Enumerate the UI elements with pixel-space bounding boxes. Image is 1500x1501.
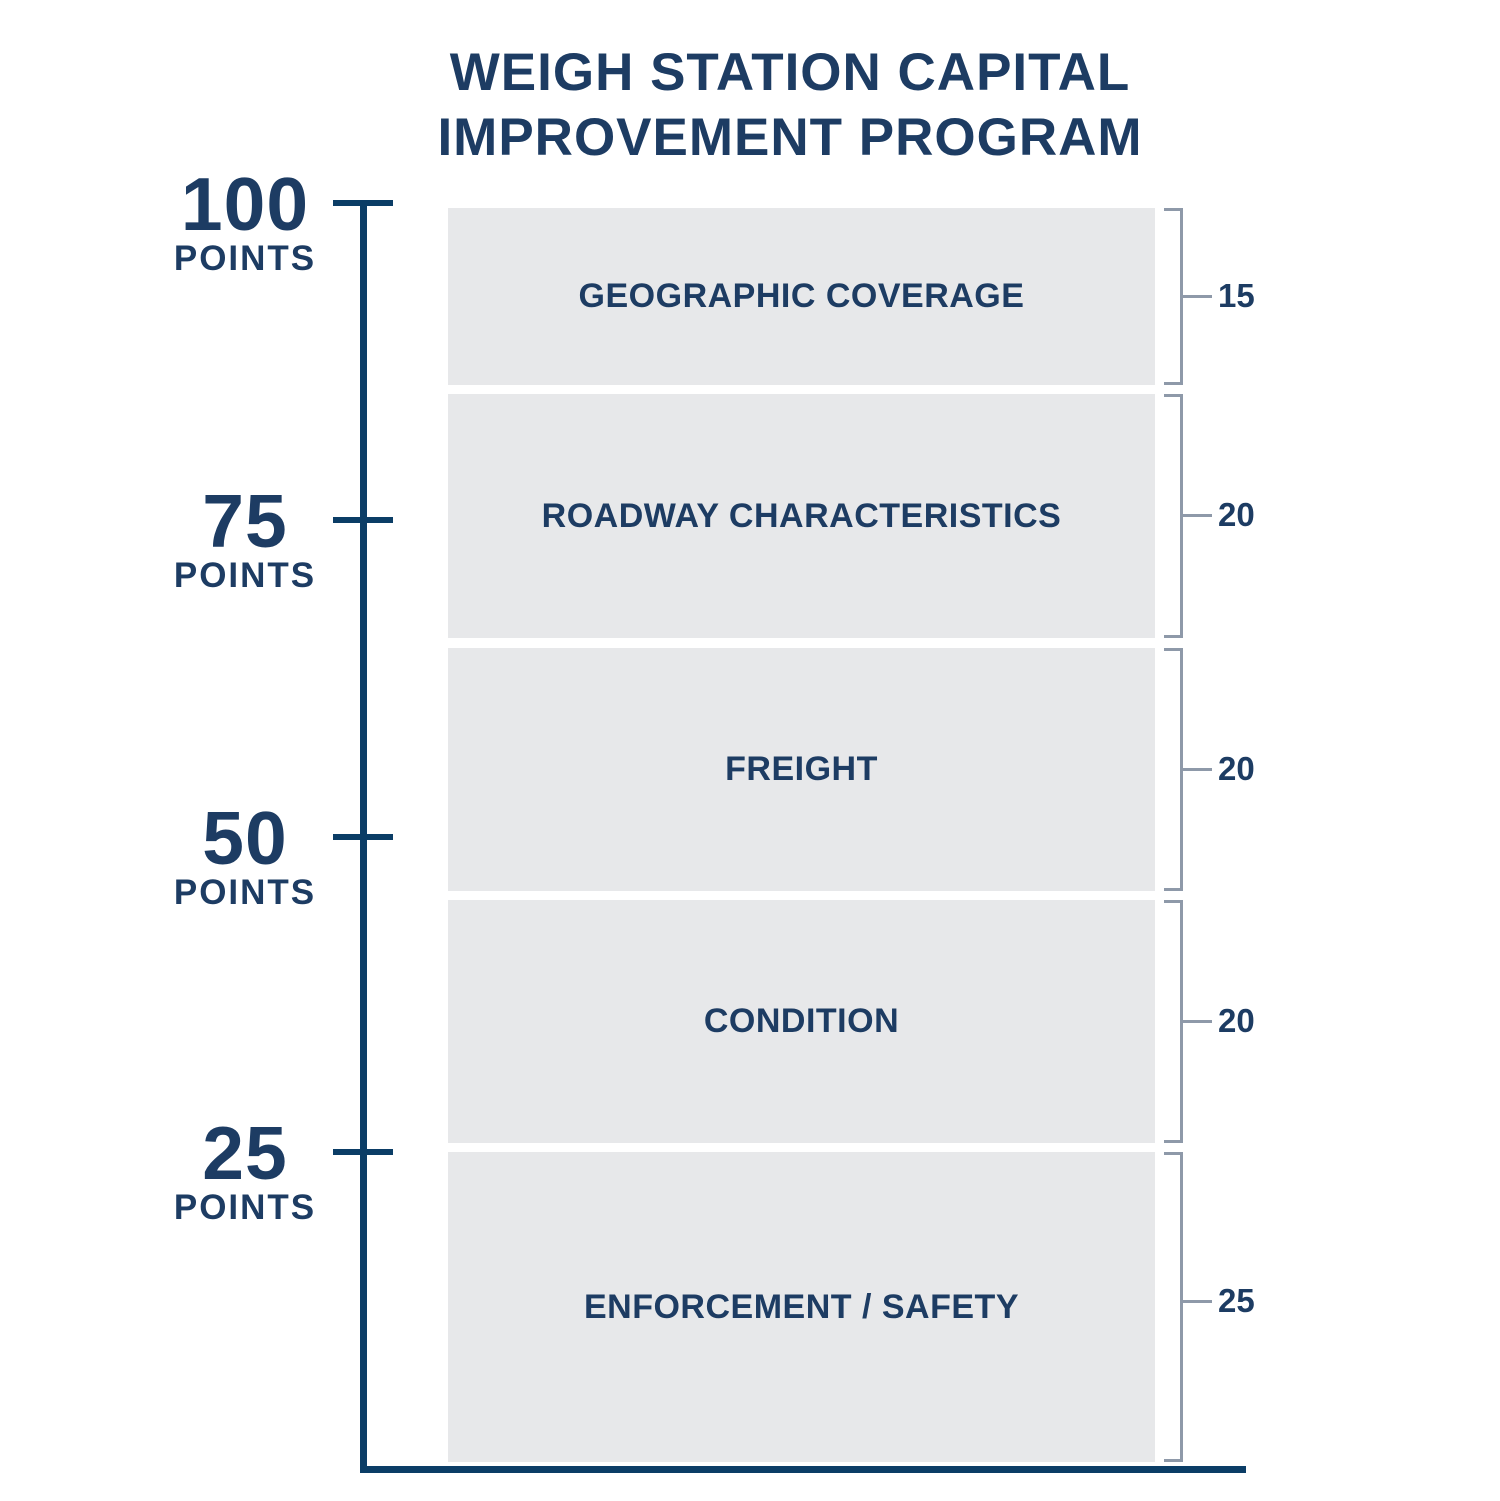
axis-label-50-points: 50 POINTS: [145, 796, 345, 912]
axis-tick-value: 50: [202, 796, 288, 880]
segment-points-value: 20: [1218, 1002, 1255, 1039]
bracket-connector: [1180, 514, 1212, 517]
axis-label-75-points: 75 POINTS: [145, 479, 345, 595]
axis-label-25-points: 25 POINTS: [145, 1111, 345, 1227]
bracket-connector: [1180, 768, 1212, 771]
chart-title-line1: WEIGH STATION CAPITAL: [449, 43, 1131, 102]
segment-points-value: 15: [1218, 277, 1255, 314]
segment-points-value: 20: [1218, 496, 1255, 533]
segment-box-roadway-characteristics: ROADWAY CHARACTERISTICS: [448, 394, 1155, 638]
segment-label: FREIGHT: [725, 750, 878, 788]
segment-points-value: 25: [1218, 1282, 1255, 1319]
bracket-cap-top: [1164, 1152, 1183, 1155]
bracket-cap-top: [1164, 208, 1183, 211]
segment-points-value: 20: [1218, 750, 1255, 787]
segment-label: ROADWAY CHARACTERISTICS: [541, 496, 1062, 535]
bracket-cap-top: [1164, 648, 1183, 651]
bracket-cap-top: [1164, 900, 1183, 903]
segment-label: CONDITION: [703, 1002, 900, 1040]
tick-mark-100: [333, 200, 393, 206]
bracket-cap-bottom: [1164, 1140, 1183, 1143]
chart-title-line2: IMPROVEMENT PROGRAM: [437, 108, 1143, 167]
bracket-cap-top: [1164, 394, 1183, 397]
bracket-connector: [1180, 1300, 1212, 1303]
bracket-connector: [1180, 295, 1212, 298]
axis-tick-unit: POINTS: [173, 556, 317, 595]
segment-box-geographic-coverage: GEOGRAPHIC COVERAGE: [448, 208, 1155, 385]
bracket-connector: [1180, 1020, 1212, 1023]
axis-tick-unit: POINTS: [173, 873, 317, 912]
segment-label: GEOGRAPHIC COVERAGE: [578, 277, 1025, 315]
x-axis-baseline: [360, 1466, 1246, 1473]
segment-box-enforcement-safety: ENFORCEMENT / SAFETY: [448, 1152, 1155, 1462]
bracket-line: [1180, 1152, 1183, 1462]
segment-box-condition: CONDITION: [448, 900, 1155, 1143]
segment-label: ENFORCEMENT / SAFETY: [583, 1287, 1020, 1326]
chart-title: WEIGH STATION CAPITAL IMPROVEMENT PROGRA…: [290, 40, 1290, 170]
axis-tick-value: 75: [202, 479, 288, 563]
axis-tick-unit: POINTS: [173, 239, 317, 278]
tick-mark-25: [333, 1149, 393, 1155]
bracket-cap-bottom: [1164, 1459, 1183, 1462]
bracket-cap-bottom: [1164, 635, 1183, 638]
bracket-cap-bottom: [1164, 888, 1183, 891]
tick-mark-75: [333, 517, 393, 523]
segment-box-freight: FREIGHT: [448, 648, 1155, 891]
axis-tick-unit: POINTS: [173, 1188, 317, 1227]
tick-mark-50: [333, 834, 393, 840]
axis-label-100-points: 100 POINTS: [145, 162, 345, 278]
axis-tick-value: 25: [202, 1111, 288, 1195]
bracket-cap-bottom: [1164, 382, 1183, 385]
axis-tick-value: 100: [180, 162, 310, 246]
